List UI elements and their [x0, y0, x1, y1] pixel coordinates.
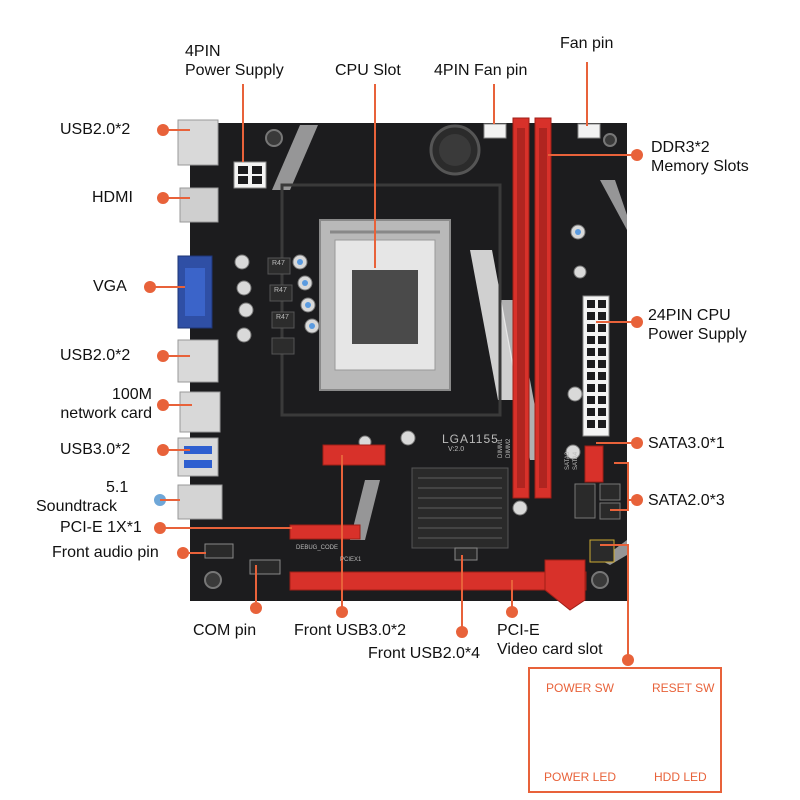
callout-dot	[157, 399, 169, 411]
label-power-led: POWER LED	[544, 770, 617, 784]
label-usb20-top: USB2.0*2	[60, 121, 131, 138]
sata3-silkscreen: SATA3	[565, 451, 571, 470]
pciex1-silkscreen: PCIEX1	[340, 557, 362, 563]
r47-silkscreen: R47	[276, 314, 289, 321]
label-pcie-video-line1: PCI-E	[497, 622, 540, 639]
front-panel-header	[589, 539, 615, 563]
label-usb20-mid: USB2.0*2	[60, 347, 131, 364]
label-vga: VGA	[93, 278, 127, 295]
label-reset-sw: RESET SW	[652, 681, 715, 695]
label-ddr3-line1: DDR3*2	[651, 139, 710, 156]
r47-silkscreen: R47	[274, 287, 287, 294]
pcie-1x-slot	[289, 524, 361, 540]
callout-dot	[506, 606, 518, 618]
label-fan-pin: Fan pin	[560, 35, 614, 52]
label-network-line2: network card	[60, 405, 152, 422]
hdmi-port	[179, 187, 219, 223]
callout-dot	[157, 444, 169, 456]
callout-dot	[157, 192, 169, 204]
label-pcie-1x: PCI-E 1X*1	[60, 519, 142, 536]
label-sata30: SATA3.0*1	[648, 435, 725, 452]
front-usb30-header	[322, 444, 386, 466]
r47-silkscreen: R47	[272, 260, 285, 267]
sata4-silkscreen: SATA4	[573, 451, 579, 470]
dimm2-silkscreen: DIMM2	[506, 438, 512, 458]
label-power-sw: POWER SW	[546, 681, 614, 695]
usb20-mid-port	[177, 339, 219, 383]
label-front-usb30: Front USB3.0*2	[294, 622, 407, 639]
front-audio-header	[204, 543, 234, 559]
com-header	[249, 559, 281, 575]
callout-dot	[144, 281, 156, 293]
debug-silkscreen: DEBUG_CODE	[296, 545, 339, 551]
socket-silkscreen: LGA1155	[442, 432, 499, 446]
pcie-x16-slot	[289, 571, 587, 591]
front-usb20-header	[454, 547, 478, 561]
callout-dot	[631, 494, 643, 506]
sata20-port-3	[574, 483, 596, 519]
callout-dot	[154, 522, 166, 534]
sata20-port-1	[599, 483, 621, 501]
callout-dot	[336, 606, 348, 618]
callout-dot	[250, 602, 262, 614]
network-port	[179, 391, 221, 433]
label-sata20: SATA2.0*3	[648, 492, 725, 509]
label-hdd-led: HDD LED	[654, 770, 707, 784]
label-pcie-video-line2: Video card slot	[497, 641, 603, 658]
label-usb30: USB3.0*2	[60, 441, 131, 458]
label-fan-4pin: 4PIN Fan pin	[434, 62, 528, 79]
label-network-line1: 100M	[111, 386, 152, 403]
callout-dot	[177, 547, 189, 559]
sata30-port	[584, 445, 604, 483]
label-power-4pin-line1: 4PIN	[185, 43, 221, 60]
front-panel-legend	[528, 667, 722, 793]
label-com-pin: COM pin	[193, 622, 257, 639]
label-cpu24-line1: 24PIN CPU	[648, 307, 731, 324]
callout-dot	[631, 437, 643, 449]
fan-pin-header	[577, 123, 601, 139]
label-hdmi: HDMI	[92, 189, 133, 206]
callout-dot	[157, 350, 169, 362]
socket-version-silkscreen: V:2.0	[448, 446, 465, 453]
label-power-4pin-line2: Power Supply	[185, 62, 284, 79]
audio-port	[177, 484, 223, 520]
label-cpu24-line2: Power Supply	[648, 326, 747, 343]
usb20-top-port	[177, 119, 219, 166]
label-cpu-slot: CPU Slot	[335, 62, 401, 79]
power-4pin-connector	[233, 161, 267, 189]
fan-4pin-header	[483, 123, 507, 139]
callout-dot	[631, 316, 643, 328]
label-soundtrack-line2: Soundtrack	[36, 498, 117, 515]
callout-dot	[622, 654, 634, 666]
label-soundtrack-line1: 5.1	[106, 479, 129, 496]
callout-dot	[157, 124, 169, 136]
usb30-port	[177, 437, 219, 477]
callout-dot	[631, 149, 643, 161]
label-front-usb20: Front USB2.0*4	[368, 645, 481, 662]
dimm1-silkscreen: DIMM1	[498, 438, 504, 458]
callout-dot	[456, 626, 468, 638]
label-ddr3-line2: Memory Slots	[651, 158, 749, 175]
label-front-audio: Front audio pin	[52, 544, 159, 561]
